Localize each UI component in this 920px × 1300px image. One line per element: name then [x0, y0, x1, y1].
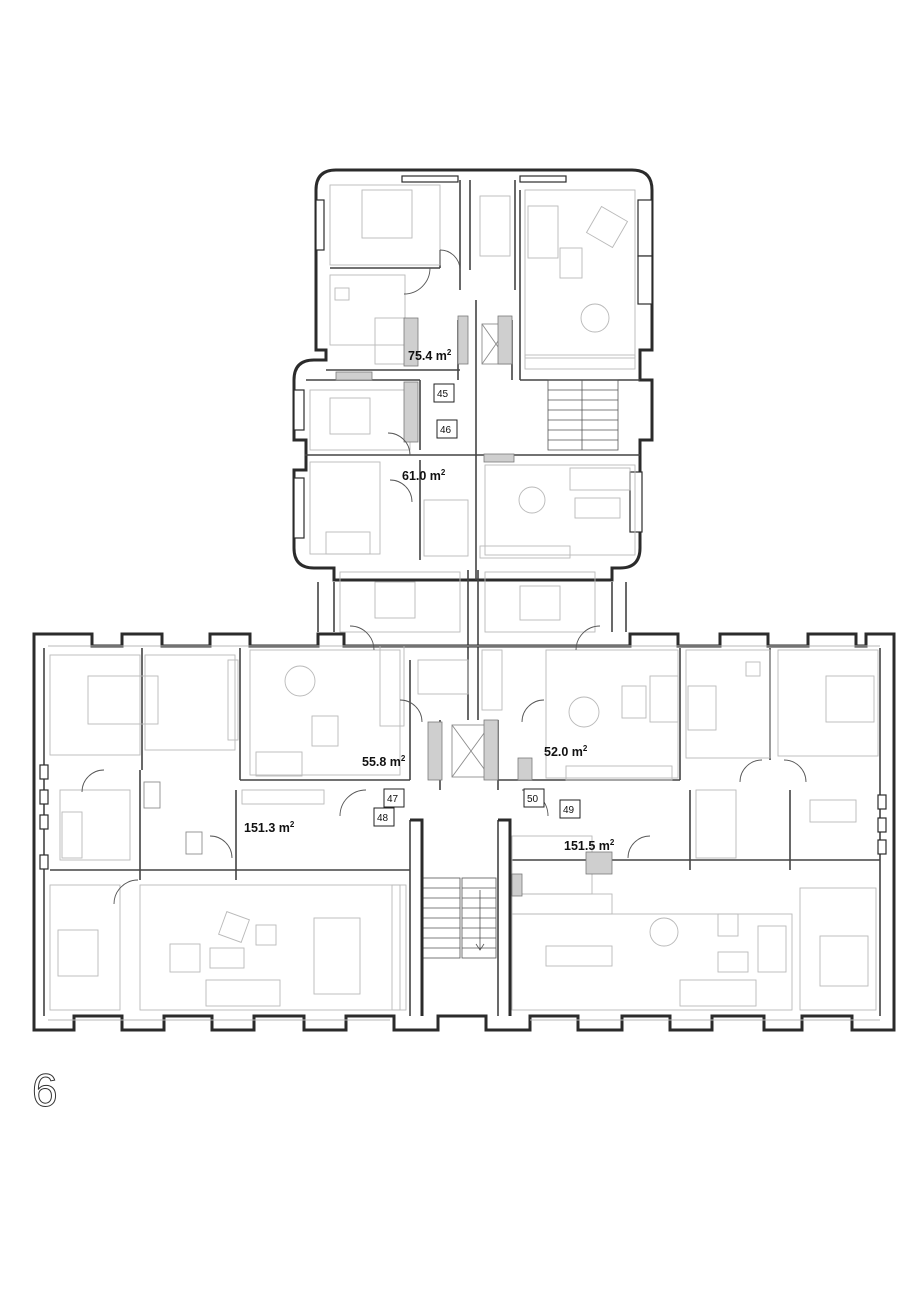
floor-number: 6	[32, 1064, 58, 1116]
svg-text:50: 50	[527, 794, 539, 805]
south-windows	[39, 645, 887, 1021]
north-tower-windows	[293, 175, 653, 539]
svg-text:49: 49	[563, 805, 575, 816]
unit-box-49: 49	[559, 799, 581, 819]
area-label-75: 75.4 m2	[408, 348, 452, 363]
unit-box-48: 48	[373, 807, 395, 827]
center-furniture	[379, 645, 679, 781]
se-furniture	[511, 649, 879, 1011]
svg-text:46: 46	[440, 425, 452, 436]
south-doors	[81, 625, 807, 905]
area-label-1513: 151.3 m2	[244, 820, 295, 835]
svg-text:47: 47	[387, 794, 399, 805]
unit-box-46: 46	[436, 419, 458, 439]
south-core-stairs	[410, 818, 512, 1016]
north-tower-furniture	[309, 184, 636, 559]
north-core	[335, 315, 619, 463]
north-doors	[387, 249, 461, 503]
area-label-558: 55.8 m2	[362, 754, 406, 769]
area-label-61: 61.0 m2	[402, 468, 446, 483]
unit-box-50: 50	[523, 788, 545, 808]
unit-number-boxes: 45 46 47 48 49 50	[373, 383, 581, 827]
area-label-1515: 151.5 m2	[564, 838, 615, 853]
unit-box-45: 45	[433, 383, 455, 403]
south-block-walls	[32, 632, 896, 1032]
area-label-52: 52.0 m2	[544, 744, 588, 759]
north-tower-walls	[292, 168, 654, 582]
area-labels: 75.4 m2 61.0 m2 55.8 m2 52.0 m2 151.3 m2…	[244, 348, 615, 853]
sw-furniture	[49, 649, 407, 1011]
unit-box-47: 47	[383, 788, 405, 808]
svg-text:48: 48	[377, 813, 389, 824]
svg-text:45: 45	[437, 389, 449, 400]
